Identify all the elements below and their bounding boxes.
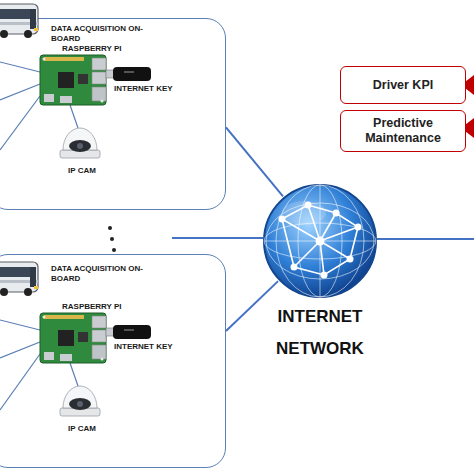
device-label: INTERNET KEY [114,84,173,93]
internet-globe: INTERNET NETWORK [262,183,378,299]
usb-dongle [106,67,151,81]
bus-icon [0,4,38,38]
node-text: Predictive Maintenance [341,116,465,146]
device-label: RASPBERRY PI [62,44,122,53]
device-label: INTERNET KEY [114,342,173,351]
ellipsis-dots [108,226,116,252]
node-text: Driver KPI [367,78,439,93]
globe-shape [262,183,378,299]
node-text: DATA ACQUISITION ON-BOARD [51,264,143,284]
node-text: INTERNET NETWORK [250,301,390,365]
network-connector [226,281,278,331]
device-label: IP CAM [68,166,96,175]
usb-dongle [106,325,151,339]
ip-camera [60,128,100,158]
node-text: DATA ACQUISITION ON-BOARD [51,24,143,44]
bus-icon [0,262,38,296]
ip-camera [60,386,100,416]
raspberry-pi-board [40,313,106,363]
service-box: Predictive Maintenance [340,110,466,152]
device-label: IP CAM [68,424,96,433]
network-connector [226,127,283,196]
service-box: Driver KPI [340,66,466,104]
raspberry-pi-board [40,55,106,105]
device-label: RASPBERRY PI [62,302,122,311]
